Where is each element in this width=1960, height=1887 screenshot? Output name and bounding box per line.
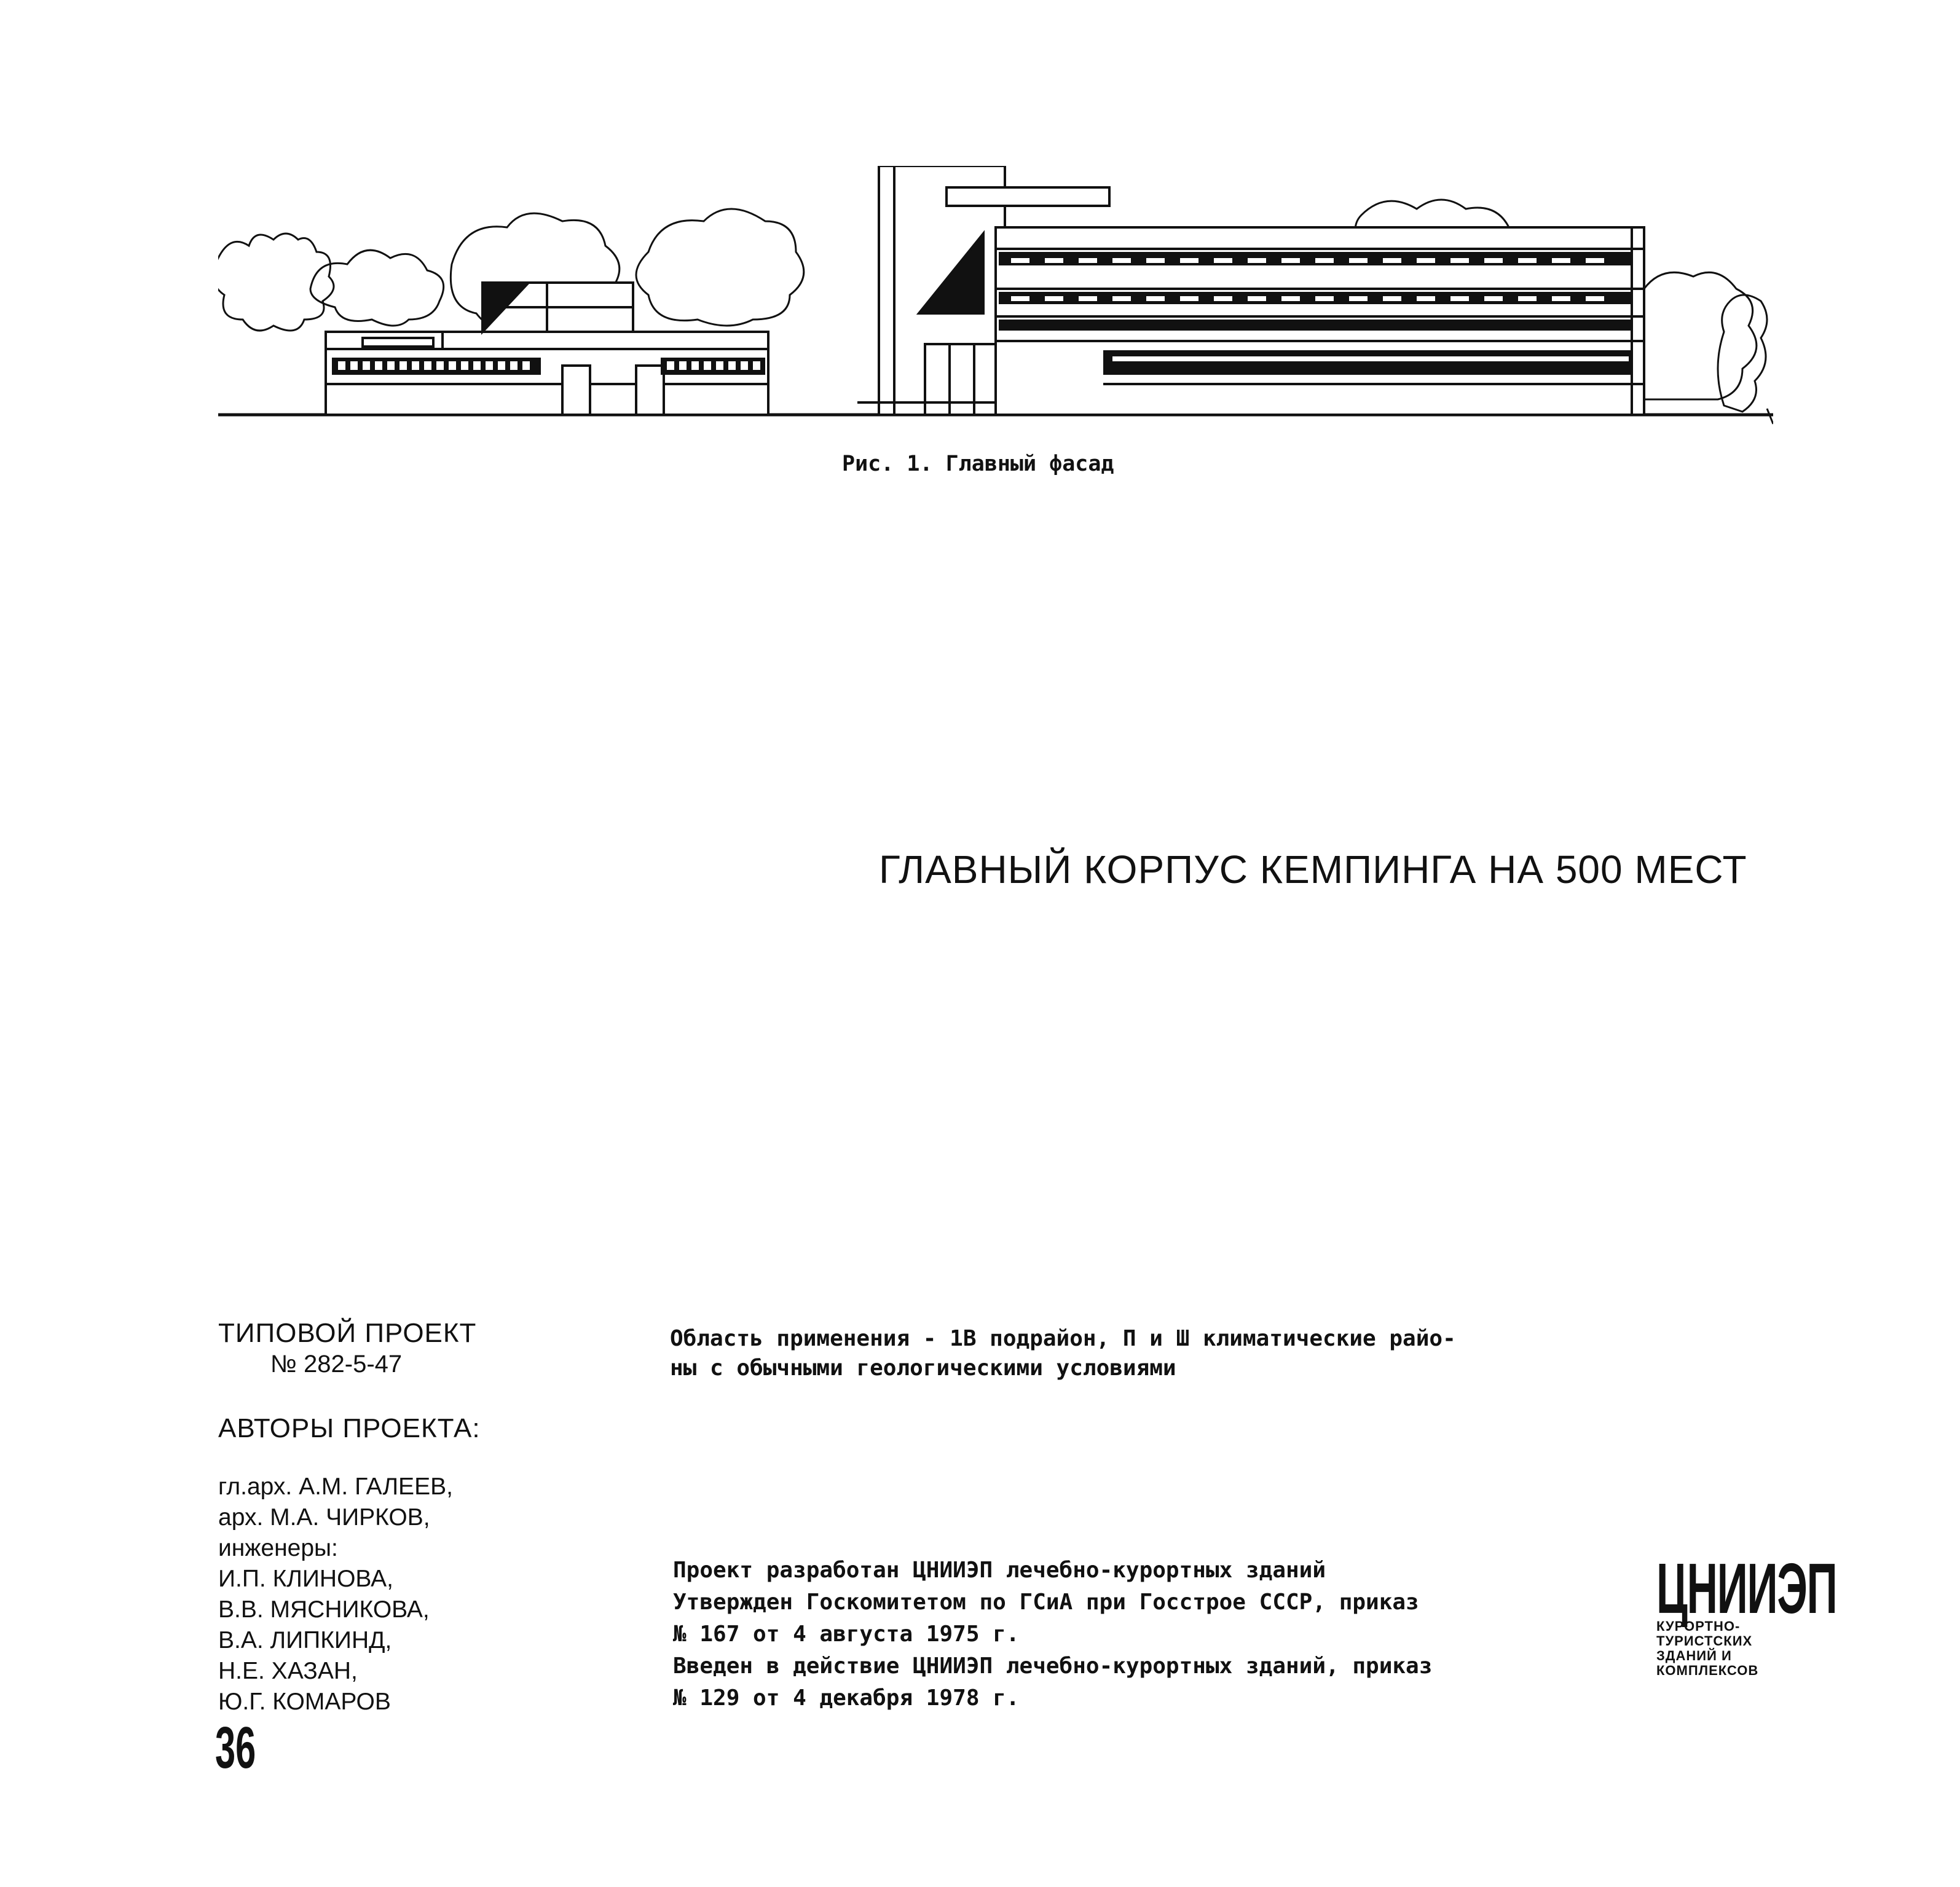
development-line: № 167 от 4 августа 1975 г.: [673, 1622, 1020, 1647]
author-line: В.А. ЛИПКИНД,: [218, 1627, 392, 1654]
tree-outline: [1632, 271, 1758, 401]
development-line: Утвержден Госкомитетом по ГСиА при Госст…: [673, 1590, 1419, 1615]
logo-subtitle-line: КУРОРТНО-: [1656, 1618, 1741, 1634]
author-line: В.В. МЯСНИКОВА,: [218, 1596, 430, 1623]
figure-caption: Рис. 1. Главный фасад: [842, 452, 1114, 476]
tree-outline: [309, 249, 445, 327]
logo-subtitle-line: ТУРИСТСКИХ: [1656, 1633, 1753, 1649]
author-line: Ю.Г. КОМАРОВ: [218, 1689, 391, 1715]
author-line: И.П. КЛИНОВА,: [218, 1566, 393, 1592]
main-facade-drawing: [218, 166, 1773, 425]
development-line: № 129 от 4 декабря 1978 г.: [673, 1685, 1020, 1711]
scope-line: ны с обычными геологическими условиями: [670, 1355, 1176, 1381]
logo-subtitle-line: КОМПЛЕКСОВ: [1656, 1663, 1759, 1678]
author-line: инженеры:: [218, 1535, 338, 1561]
logo-subtitle-line: ЗДАНИЙ И: [1656, 1648, 1732, 1663]
author-line: гл.арх. А.М. ГАЛЕЕВ,: [218, 1473, 453, 1500]
tree-outline: [1717, 294, 1768, 413]
development-line: Проект разработан ЦНИИЭП лечебно-курортн…: [673, 1558, 1326, 1583]
project-number: № 282-5-47: [270, 1351, 403, 1378]
logo-mark: ЦНИИЭП: [1656, 1548, 1838, 1628]
page-number: 36: [215, 1715, 256, 1781]
author-line: арх. М.А. ЧИРКОВ,: [218, 1504, 430, 1531]
application-scope: Область применения - 1В подрайон, П и Ш …: [670, 1324, 1580, 1383]
project-label: ТИПОВОЙ ПРОЕКТ: [218, 1318, 477, 1348]
development-line: Введен в действие ЦНИИЭП лечебно-курортн…: [673, 1654, 1433, 1679]
institute-logo: ЦНИИЭП КУРОРТНО- ТУРИСТСКИХ ЗДАНИЙ И КОМ…: [1656, 1548, 1838, 1678]
author-line: Н.Е. ХАЗАН,: [218, 1658, 358, 1684]
tree-outline: [635, 208, 805, 327]
scope-line: Область применения - 1В подрайон, П и Ш …: [670, 1326, 1456, 1351]
authors-heading: АВТОРЫ ПРОЕКТА:: [218, 1413, 481, 1443]
tree-outline: [218, 232, 335, 332]
page-title: ГЛАВНЫЙ КОРПУС КЕМПИНГА НА 500 МЕСТ: [879, 847, 1747, 892]
